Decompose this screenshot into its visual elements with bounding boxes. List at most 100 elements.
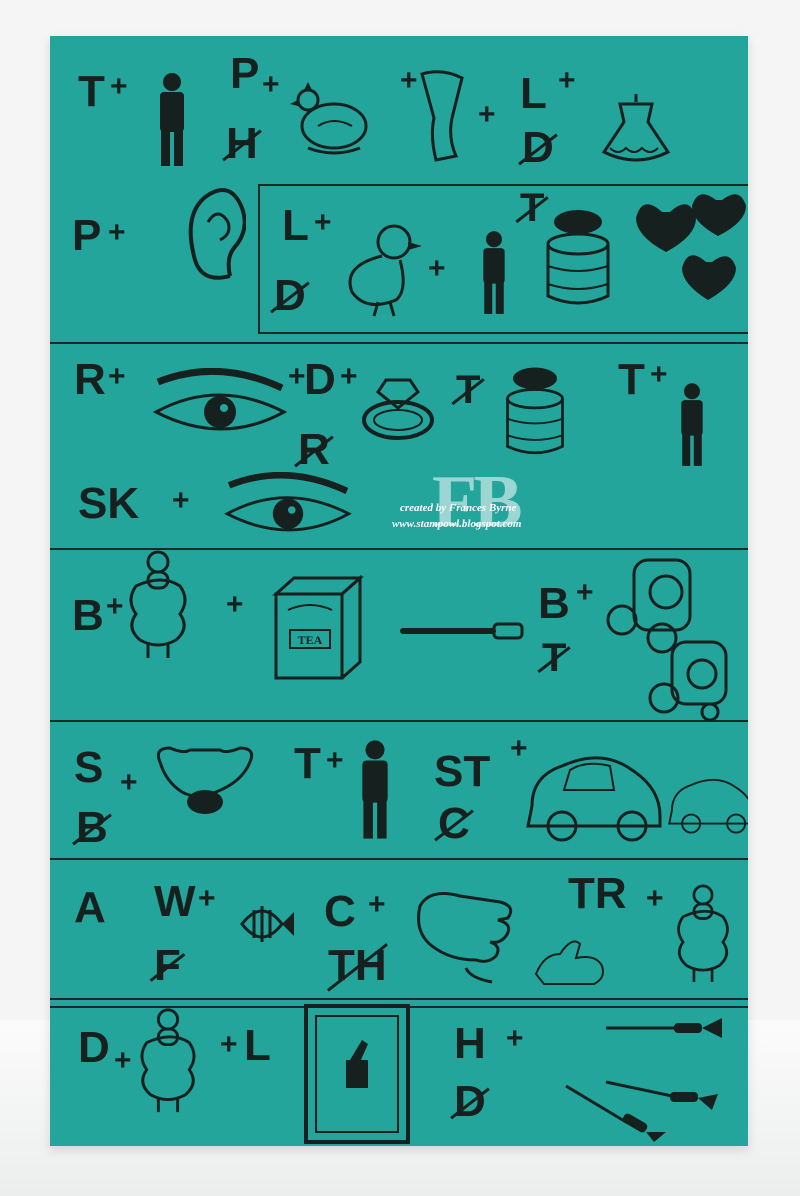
man-icon xyxy=(483,231,505,314)
plus-sign: + xyxy=(106,590,124,623)
letter: T xyxy=(78,67,105,116)
man-icon xyxy=(681,383,703,466)
open-can-icon xyxy=(546,210,610,305)
plus-sign: + xyxy=(478,98,496,131)
man-icon xyxy=(362,740,388,839)
plus-sign: + xyxy=(510,732,528,765)
nose-icon xyxy=(156,746,254,814)
letter: R xyxy=(74,355,106,404)
letter: L xyxy=(244,1021,271,1070)
crossed-letter: T xyxy=(520,186,545,230)
letter: TR xyxy=(568,869,627,918)
letter: T xyxy=(618,355,645,404)
letter: B xyxy=(538,579,570,628)
eye-icon xyxy=(152,368,288,431)
plus-sign: + xyxy=(198,882,216,915)
plus-sign: + xyxy=(428,252,446,285)
plus-sign: + xyxy=(576,576,594,609)
plus-sign: + xyxy=(220,1028,238,1061)
ring-icon xyxy=(362,378,434,440)
crossed-letter: R xyxy=(298,425,330,474)
eye-icon xyxy=(224,472,352,532)
crossed-letter: B xyxy=(76,803,108,852)
crossed-letter: D xyxy=(522,123,554,172)
divider xyxy=(50,548,748,550)
watermark-credit-line2: www.stampowl.blogspot.com xyxy=(392,518,522,530)
hearts-icon xyxy=(636,194,746,300)
plus-sign: + xyxy=(288,360,306,393)
letter: ST xyxy=(434,747,491,796)
leg-icon xyxy=(420,70,464,162)
letter: L xyxy=(282,201,309,250)
crossed-letter: D xyxy=(274,271,306,320)
letter: L xyxy=(520,69,547,118)
plus-sign: + xyxy=(558,64,576,97)
dress-icon xyxy=(601,94,671,162)
plus-sign: + xyxy=(226,588,244,621)
plus-sign: + xyxy=(650,358,668,391)
plus-sign: + xyxy=(262,68,280,101)
duck-icon xyxy=(348,224,422,317)
plus-sign: + xyxy=(368,888,386,921)
plus-sign: + xyxy=(120,766,138,799)
plus-sign: + xyxy=(314,206,332,239)
plus-sign: + xyxy=(172,484,190,517)
hen-icon xyxy=(290,82,368,155)
sheep-icon xyxy=(677,884,729,982)
toothbrush-icon xyxy=(400,622,524,640)
crossed-letter: F xyxy=(154,941,181,990)
dart-icon xyxy=(565,1084,666,1142)
letter: P xyxy=(230,49,260,98)
plus-sign: + xyxy=(110,70,128,103)
ear-icon xyxy=(188,188,246,280)
letter: W xyxy=(154,877,196,926)
group-bracket xyxy=(258,184,748,334)
fish-icon xyxy=(240,906,294,942)
plus-sign: + xyxy=(114,1044,132,1077)
open-can-icon xyxy=(506,367,564,455)
sheep-icon xyxy=(140,1008,196,1113)
crossed-letter: TH xyxy=(328,941,387,990)
dart-icon xyxy=(605,1080,718,1110)
tea-box-icon: TEA xyxy=(272,574,364,680)
letter: C xyxy=(324,887,356,936)
man-icon xyxy=(160,73,184,166)
letter: T xyxy=(294,739,321,788)
rebus-card: T + P + H + + L + D P + L + D + xyxy=(50,36,748,1146)
plus-sign: + xyxy=(108,216,126,249)
plus-sign: + xyxy=(400,64,418,97)
thumb-hand-icon xyxy=(534,940,604,985)
divider xyxy=(50,720,748,722)
light-switch-icon xyxy=(304,1004,410,1144)
crossed-letter: C xyxy=(438,799,470,848)
letter: D xyxy=(304,355,336,404)
svg-text:TEA: TEA xyxy=(298,633,323,647)
plus-sign: + xyxy=(108,360,126,393)
letter: A xyxy=(74,883,106,932)
letter: SK xyxy=(78,479,140,528)
plus-sign: + xyxy=(506,1022,524,1055)
watermark-initials: FB xyxy=(432,461,523,543)
letter: P xyxy=(72,211,102,260)
crossed-letter: T xyxy=(542,636,567,680)
divider xyxy=(50,342,748,344)
car-icon xyxy=(526,756,662,842)
divider xyxy=(50,998,748,1000)
sheep-icon xyxy=(129,550,187,658)
thumb-hand-icon xyxy=(417,892,513,984)
letter: S xyxy=(74,743,104,792)
letter: B xyxy=(72,591,104,640)
divider xyxy=(50,858,748,860)
crossed-letter: T xyxy=(456,368,481,412)
letter: H xyxy=(454,1019,486,1068)
crossed-letter: D xyxy=(454,1077,486,1126)
plus-sign: + xyxy=(326,744,344,777)
plus-sign: + xyxy=(340,360,358,393)
car-icon xyxy=(668,778,748,834)
crossed-letter: H xyxy=(226,119,258,168)
plus-sign: + xyxy=(646,882,664,915)
letter: D xyxy=(78,1023,110,1072)
train-icon xyxy=(606,558,728,722)
dart-icon xyxy=(606,1018,722,1038)
watermark-credit-line1: created by Frances Byrne xyxy=(400,502,517,514)
